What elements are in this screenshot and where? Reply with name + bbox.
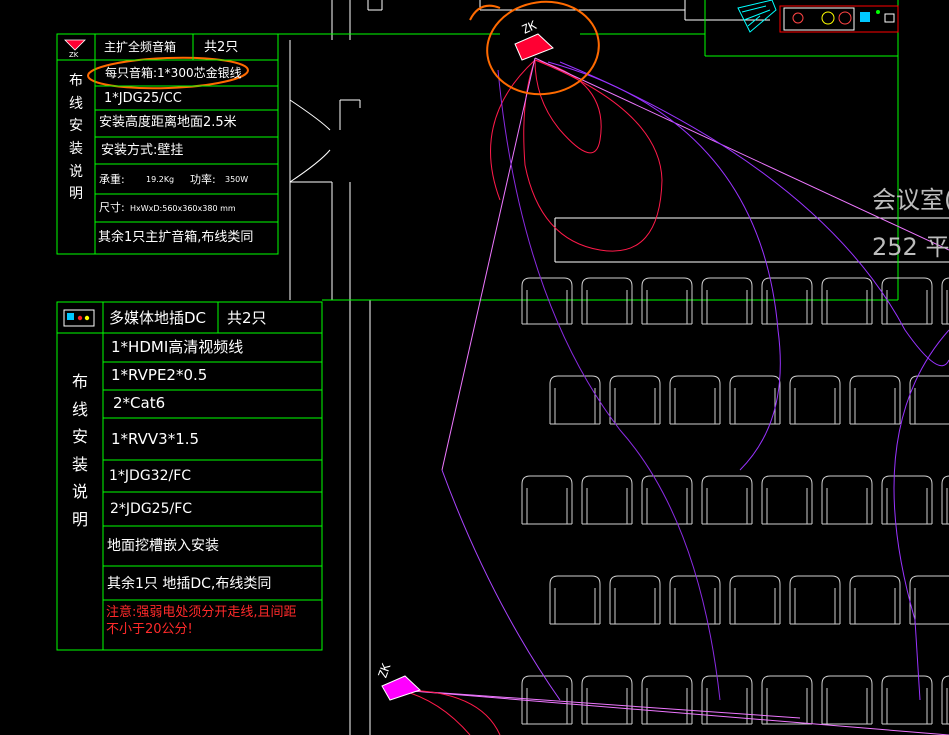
table1-side-label: 布线安装说明 [69,73,83,203]
chair-rows [521,277,949,725]
chair [821,475,873,525]
chair [761,475,813,525]
table1-row-height: 安装高度距离地面2.5米 [99,115,237,130]
table1-power-value: 350W [225,175,249,184]
chair [669,375,721,425]
table2-header: 多媒体地插DC [109,309,207,327]
chair [701,277,753,325]
table2-row-hdmi: 1*HDMI高清视频线 [111,338,244,356]
table2-grid [56,301,323,651]
svg-text:ZK: ZK [69,51,79,59]
layout-frame [278,0,899,301]
chair [821,277,873,325]
chair [581,277,633,325]
table2-row-jdg25: 2*JDG25/FC [110,501,193,517]
chair [941,475,949,525]
chair [881,475,933,525]
chair [641,675,693,725]
speaker-top-icon[interactable]: ZK [514,18,554,61]
chair [701,475,753,525]
chair [641,277,693,325]
chair [761,277,813,325]
room-area: 252 平 [872,233,949,261]
chair [549,375,601,425]
chair [521,277,573,325]
table1-power-label: 功率: [190,173,216,186]
chair [941,675,949,725]
table2-row-install: 地面挖槽嵌入安装 [107,538,219,554]
speaker-bottom-icon[interactable]: ZK [375,661,421,701]
table1-footer: 其余1只主扩音箱,布线类同 [98,230,254,245]
walls [289,0,949,735]
table1-count: 共2只 [204,40,239,55]
table2-note: 注意:强弱电处须分开走线,且间距不小于20公分! [106,605,297,637]
chair [909,575,949,625]
chair [789,375,841,425]
chair [669,575,721,625]
chair [729,375,781,425]
chair [881,277,933,325]
table1-size-label: 尺寸: [99,201,125,214]
speaker-top-label: ZK [520,18,540,37]
table1-row-mount: 安装方式:壁挂 [101,143,184,158]
table1-row-conduit: 1*JDG25/CC [104,91,182,106]
device-cluster [737,0,899,33]
chair [549,575,601,625]
table2-row-rvv: 1*RVV3*1.5 [111,430,200,448]
table1-header: 主扩全频音箱 [104,40,177,54]
chair [609,575,661,625]
chair [581,475,633,525]
chair [729,575,781,625]
room-name: 会议室( [872,186,949,214]
table2-row-jdg32: 1*JDG32/FC [109,468,192,484]
chair [849,375,901,425]
chair [789,575,841,625]
chair [581,675,633,725]
table1-weight-value: 19.2Kg [146,175,175,184]
chair [821,675,873,725]
cable-runs [399,57,949,735]
speaker-bottom-label: ZK [375,661,393,680]
table1-grid [56,33,279,255]
annotation-markups [87,0,600,96]
table2-icon [63,309,95,327]
chair [521,675,573,725]
table2-count: 共2只 [227,309,267,327]
chair [521,475,573,525]
chair [701,675,753,725]
table1-weight-label: 承重: [99,173,125,186]
table1-row-wire: 每只音箱:1*300芯金银线 [105,66,242,80]
table2-row-rvpe: 1*RVPE2*0.5 [111,366,208,384]
chair [849,575,901,625]
table2-side-label: 布线安装说明 [71,372,88,529]
speaker-coverage [490,59,663,252]
chair [909,375,949,425]
table2-row-cat6: 2*Cat6 [113,394,166,412]
table1-icon: ZK [64,39,86,59]
chair [881,675,933,725]
chair [609,375,661,425]
table1-size-value: HxWxD:560x360x380 mm [130,204,236,213]
chair [941,277,949,325]
chair [761,675,813,725]
table2-row-other: 其余1只 地插DC,布线类同 [107,576,272,592]
chair [641,475,693,525]
